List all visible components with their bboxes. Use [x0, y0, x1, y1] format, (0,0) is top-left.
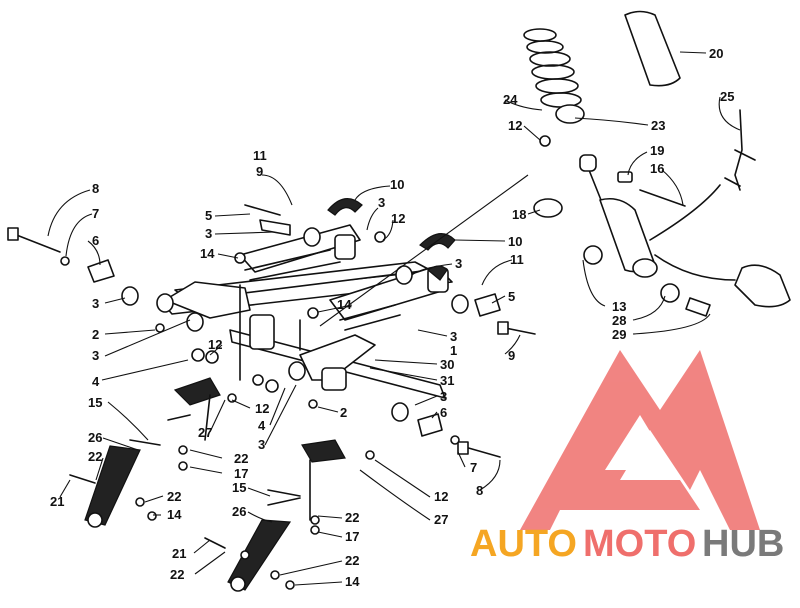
small-hardware	[69, 445, 320, 590]
label-21: 21	[50, 494, 64, 509]
leader-lines	[47, 51, 741, 586]
label-16: 16	[650, 161, 664, 176]
label-3: 3	[378, 195, 385, 210]
label-8: 8	[92, 181, 99, 196]
label-22: 22	[167, 489, 181, 504]
label-14: 14	[200, 246, 215, 261]
label-3: 3	[92, 296, 99, 311]
label-14: 14	[337, 297, 352, 312]
label-22: 22	[170, 567, 184, 582]
label-26: 26	[232, 504, 246, 519]
label-29: 29	[612, 327, 626, 342]
label-15: 15	[88, 395, 102, 410]
label-2: 2	[340, 405, 347, 420]
label-31: 31	[440, 373, 454, 388]
label-12: 12	[434, 489, 448, 504]
label-3: 3	[450, 329, 457, 344]
label-12: 12	[508, 118, 522, 133]
label-11: 11	[510, 252, 524, 267]
label-6: 6	[92, 233, 99, 248]
footrest-right	[227, 439, 346, 592]
label-9: 9	[508, 348, 515, 363]
label-24: 24	[503, 92, 518, 107]
label-10: 10	[390, 177, 404, 192]
label-3: 3	[440, 389, 447, 404]
label-22: 22	[345, 510, 359, 525]
watermark-logo-icon	[520, 350, 760, 530]
label-27: 27	[434, 512, 448, 527]
label-1: 1	[450, 343, 457, 358]
label-3: 3	[92, 348, 99, 363]
label-11: 11	[253, 148, 267, 163]
label-27: 27	[198, 425, 212, 440]
label-17: 17	[345, 529, 359, 544]
shock-absorber	[523, 10, 791, 317]
label-13: 13	[612, 299, 626, 314]
label-2: 2	[92, 327, 99, 342]
label-7: 7	[470, 460, 477, 475]
label-30: 30	[440, 357, 454, 372]
label-4: 4	[258, 418, 266, 433]
label-6: 6	[440, 405, 447, 420]
label-25: 25	[720, 89, 734, 104]
label-22: 22	[88, 449, 102, 464]
label-3: 3	[258, 437, 265, 452]
watermark-moto: MOTO	[583, 523, 696, 565]
label-9: 9	[256, 164, 263, 179]
label-12: 12	[255, 401, 269, 416]
watermark-hub: HUB	[702, 523, 784, 565]
label-12: 12	[391, 211, 405, 226]
part-labels: 8 7 6 3 2 3 4 12 14 5 3 11 9 10 3 12 10 …	[50, 46, 734, 589]
footrest-left	[84, 377, 221, 528]
label-10: 10	[508, 234, 522, 249]
label-5: 5	[205, 208, 212, 223]
label-3: 3	[455, 256, 462, 271]
label-15: 15	[232, 480, 246, 495]
label-21: 21	[172, 546, 186, 561]
watermark-brand-text: AUTO MOTO HUB	[470, 523, 784, 565]
label-17: 17	[234, 466, 248, 481]
label-12: 12	[208, 337, 222, 352]
label-28: 28	[612, 313, 626, 328]
label-14: 14	[345, 574, 360, 589]
bolts	[7, 135, 686, 460]
label-3: 3	[205, 226, 212, 241]
label-23: 23	[651, 118, 665, 133]
watermark-auto: AUTO	[470, 523, 577, 565]
label-22: 22	[234, 451, 248, 466]
label-4: 4	[92, 374, 100, 389]
label-26: 26	[88, 430, 102, 445]
label-8: 8	[476, 483, 483, 498]
label-18: 18	[512, 207, 526, 222]
label-14: 14	[167, 507, 182, 522]
label-5: 5	[508, 289, 515, 304]
label-7: 7	[92, 206, 99, 221]
slide-shoes	[327, 198, 456, 281]
label-22: 22	[345, 553, 359, 568]
label-20: 20	[709, 46, 723, 61]
label-19: 19	[650, 143, 664, 158]
